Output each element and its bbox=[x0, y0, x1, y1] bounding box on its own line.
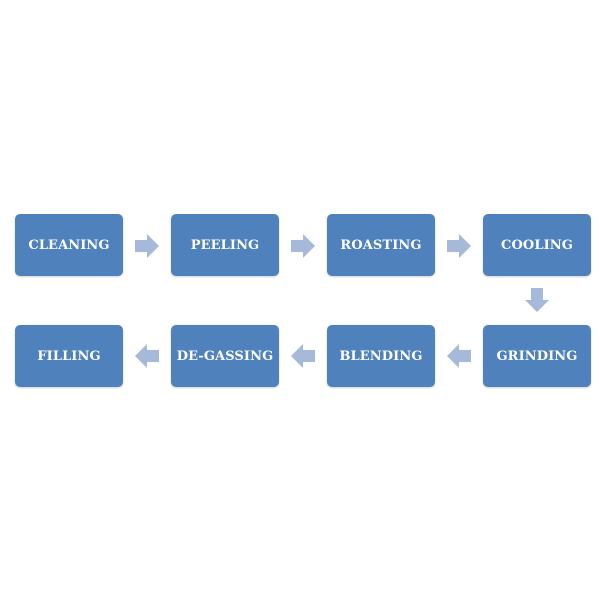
step-label: PEELING bbox=[190, 237, 260, 253]
arrow-left-icon bbox=[447, 344, 471, 368]
step-box-de-gassing: DE-GASSING bbox=[171, 325, 279, 387]
step-box-peeling: PEELING bbox=[171, 214, 279, 276]
arrow-left-icon bbox=[135, 344, 159, 368]
step-label: DE-GASSING bbox=[176, 348, 274, 364]
step-label: BLENDING bbox=[339, 348, 423, 364]
step-label: COOLING bbox=[501, 237, 573, 253]
step-label: ROASTING bbox=[340, 237, 422, 253]
step-box-filling: FILLING bbox=[15, 325, 123, 387]
step-label: CLEANING bbox=[28, 237, 110, 253]
step-label: GRINDING bbox=[496, 348, 578, 364]
arrow-right-icon bbox=[447, 234, 471, 258]
step-box-grinding: GRINDING bbox=[483, 325, 591, 387]
step-box-blending: BLENDING bbox=[327, 325, 435, 387]
arrow-down-icon bbox=[525, 288, 549, 312]
step-box-cooling: COOLING bbox=[483, 214, 591, 276]
step-label: FILLING bbox=[37, 348, 101, 364]
arrow-right-icon bbox=[291, 234, 315, 258]
arrow-left-icon bbox=[291, 344, 315, 368]
step-box-cleaning: CLEANING bbox=[15, 214, 123, 276]
arrow-right-icon bbox=[135, 234, 159, 258]
step-box-roasting: ROASTING bbox=[327, 214, 435, 276]
